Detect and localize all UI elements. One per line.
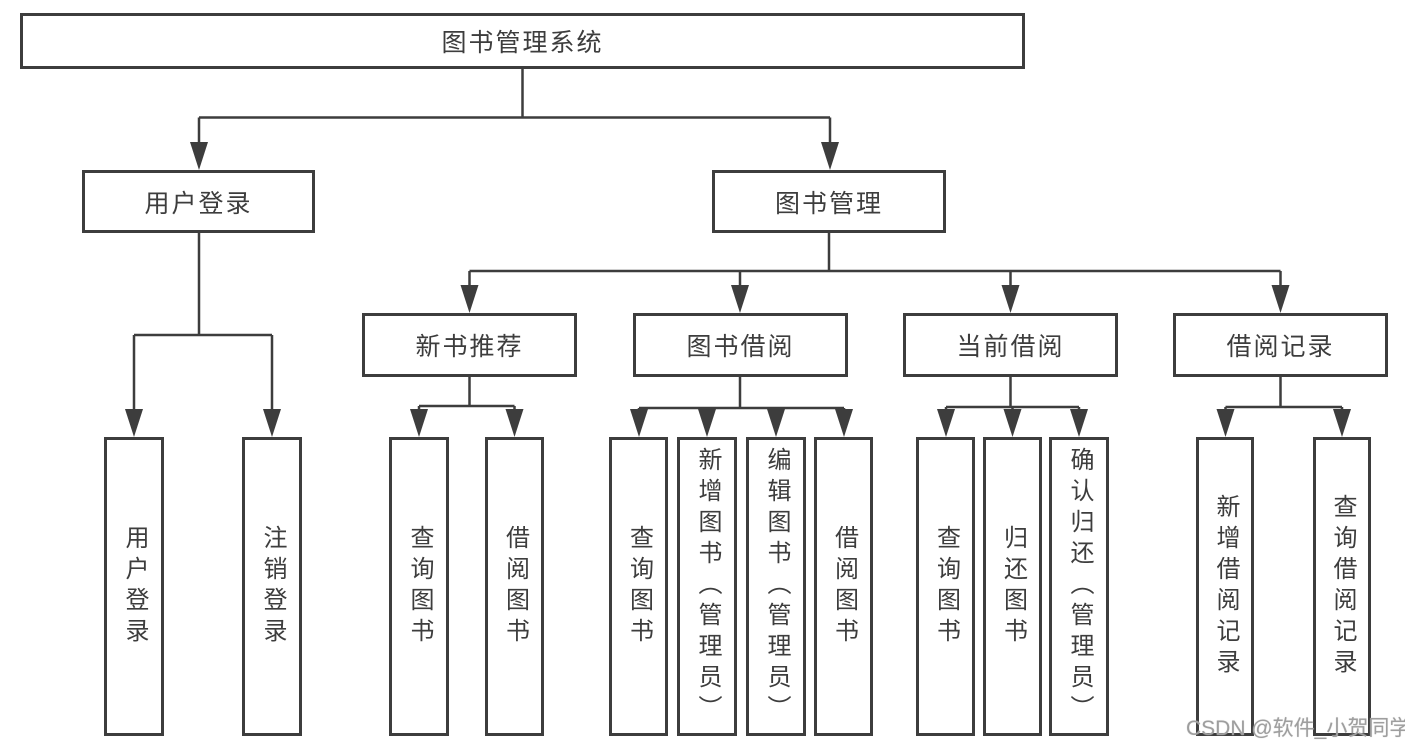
node-label: 用户登录 [144,189,253,218]
node-label: 当前借阅 [956,333,1065,361]
node-borrowing-records: 借阅记录 [1173,313,1388,377]
node-new-book-recommend: 新书推荐 [362,313,577,377]
leaf-query-books-borrowing: 查询图书 [609,437,668,736]
leaf-query-books-current: 查询图书 [916,437,975,736]
leaf-confirm-return-admin: 确认归还（管理员） [1049,437,1109,736]
leaf-add-borrow-record: 新增借阅记录 [1196,437,1254,736]
node-book-management: 图书管理 [712,170,946,233]
csdn-watermark: CSDN @软件_小贺同学 [1186,717,1405,740]
node-label: 借阅记录 [1226,333,1335,361]
leaf-query-books-recommend: 查询图书 [389,437,449,736]
leaf-return-books: 归还图书 [983,437,1042,736]
node-user-login: 用户登录 [82,170,315,233]
node-label: 新书推荐 [415,333,524,361]
node-label: 图书管理 [774,189,883,218]
node-book-borrowing: 图书借阅 [633,313,848,377]
leaf-query-borrow-record: 查询借阅记录 [1313,437,1371,736]
node-current-borrowing: 当前借阅 [903,313,1118,377]
leaf-user-login: 用户登录 [104,437,164,736]
node-label: 图书管理系统 [441,29,604,57]
node-label: 图书借阅 [686,333,795,361]
node-root-library-system: 图书管理系统 [20,13,1025,69]
leaf-logout: 注销登录 [242,437,302,736]
leaf-edit-books-admin: 编辑图书（管理员） [746,437,806,736]
leaf-add-books-admin: 新增图书（管理员） [677,437,737,736]
leaf-borrow-books-recommend: 借阅图书 [485,437,544,736]
leaf-borrow-books: 借阅图书 [814,437,873,736]
